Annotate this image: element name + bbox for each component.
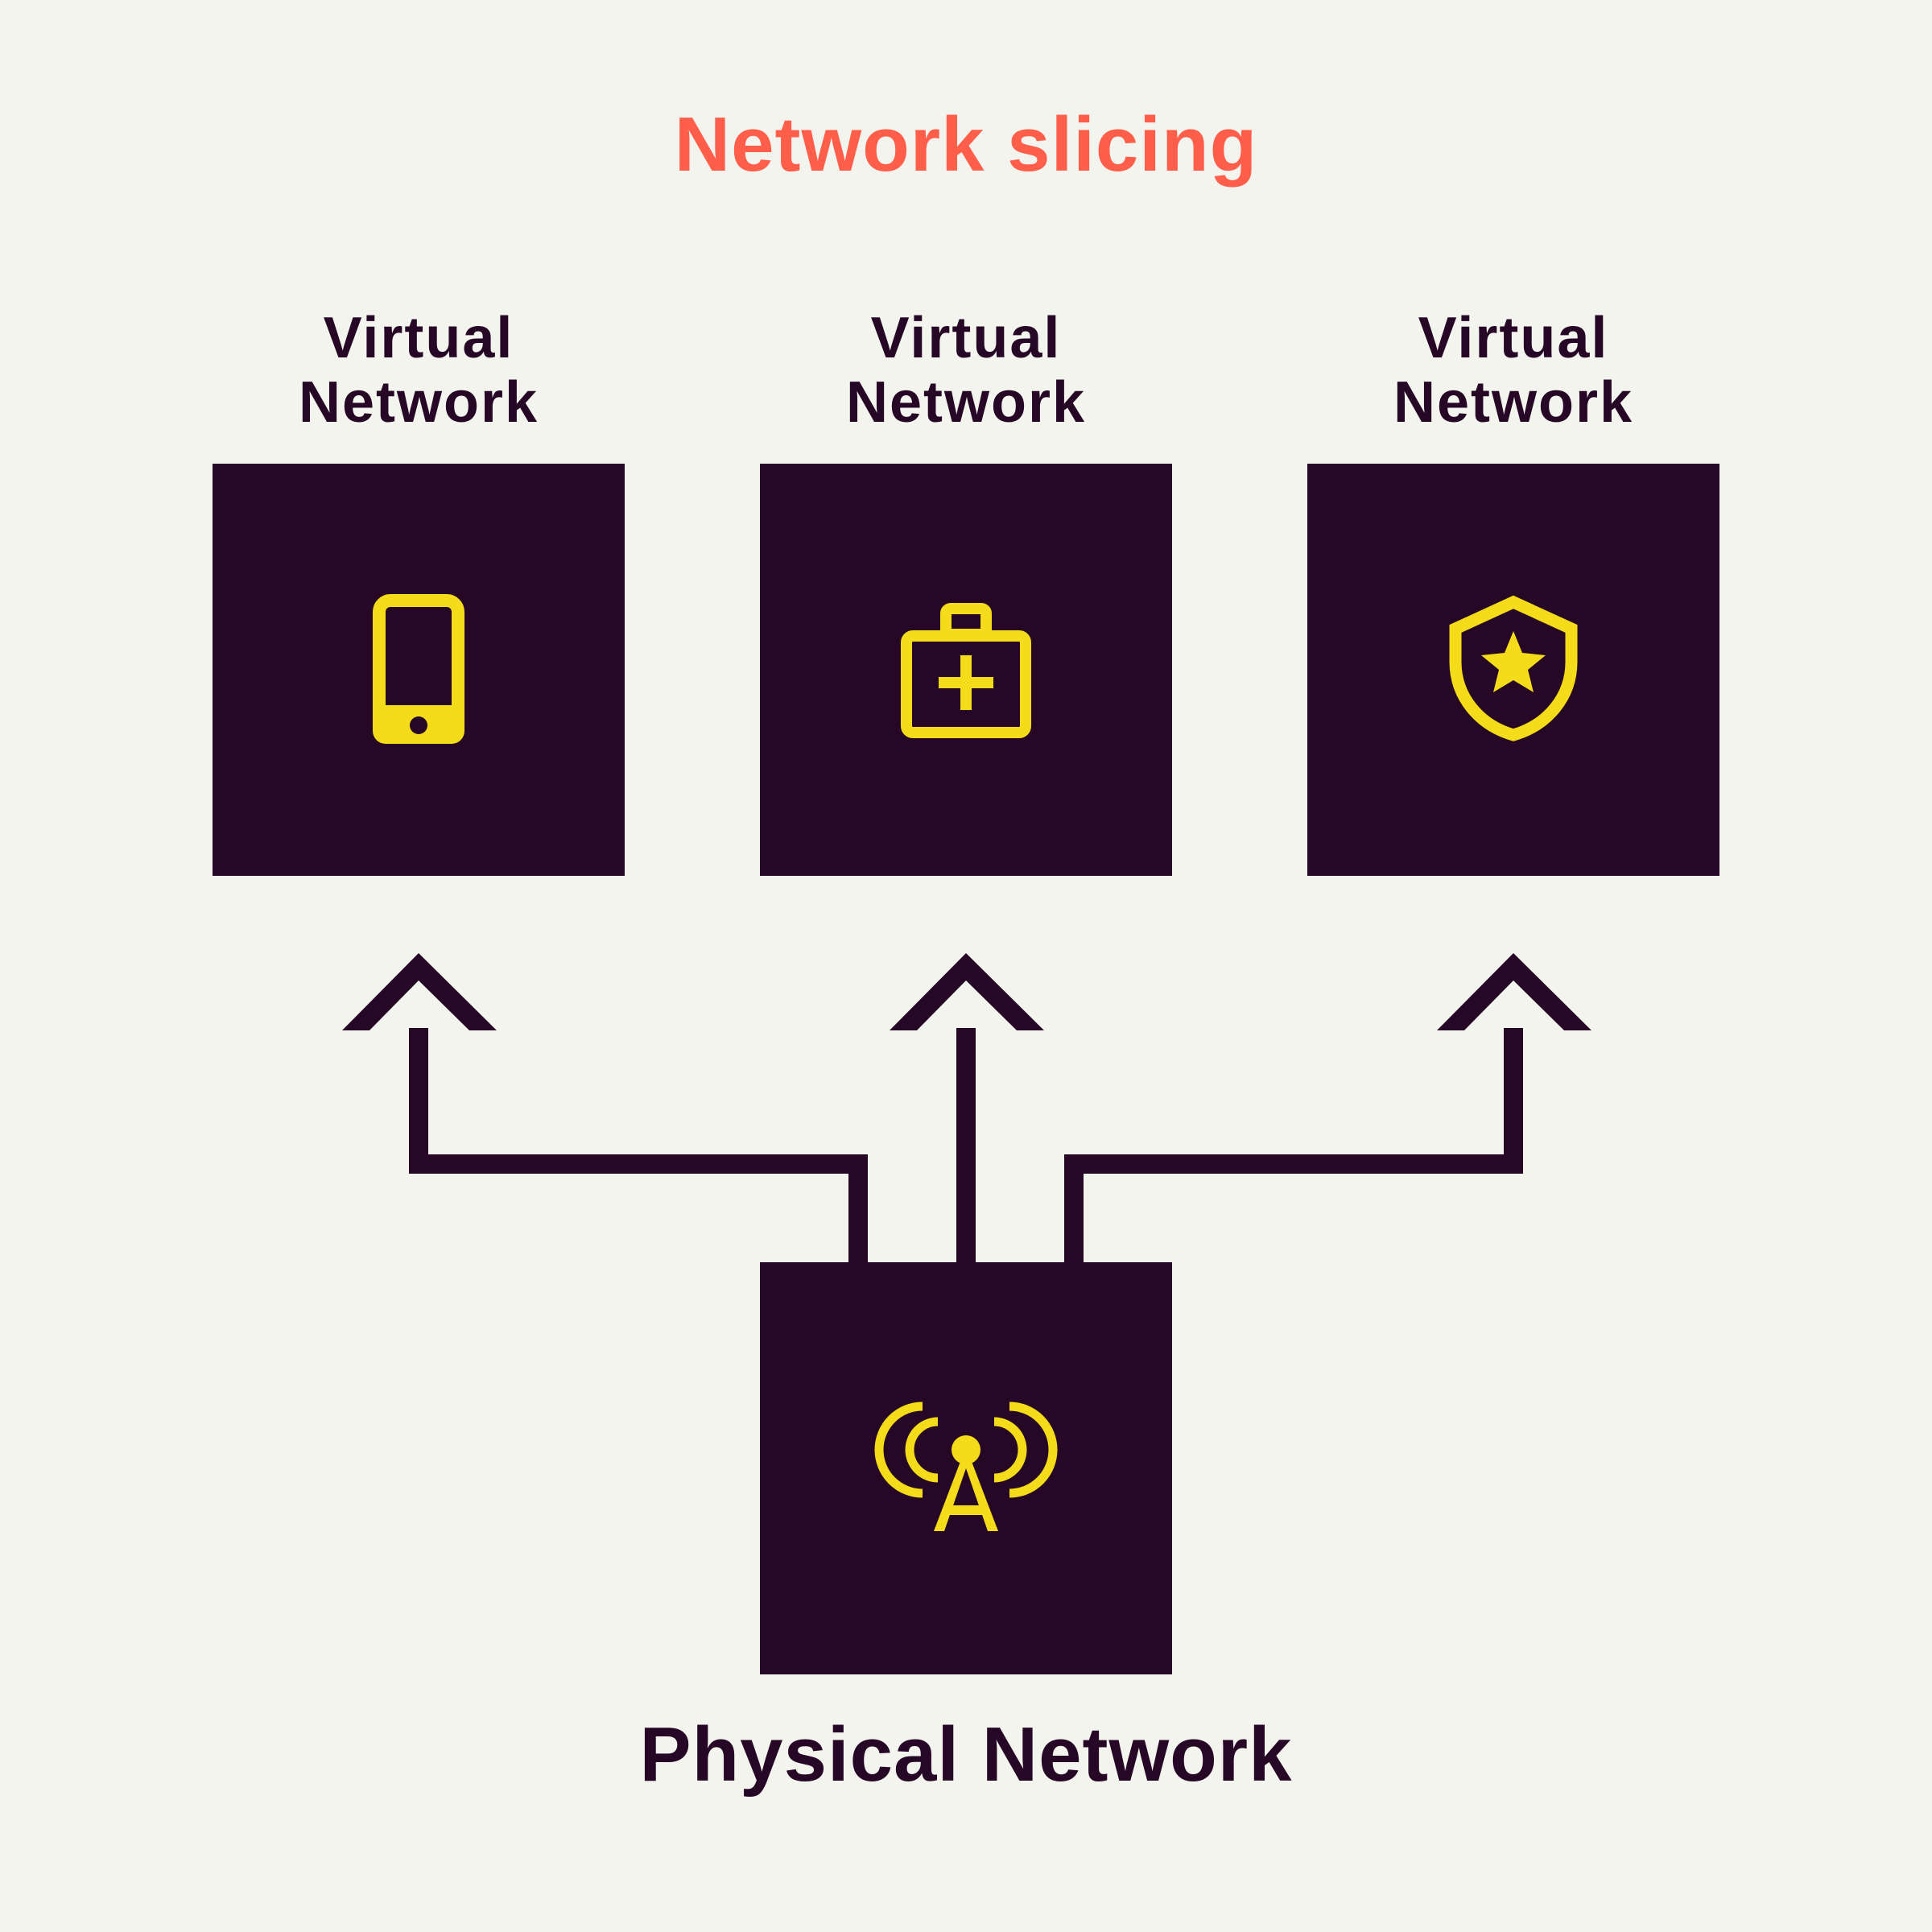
diagram-title: Network slicing	[674, 101, 1258, 188]
shield-star-icon	[1449, 595, 1578, 741]
virtual-network-box-1	[213, 464, 625, 876]
arrowhead-left	[342, 953, 497, 1030]
virtual-network-label-3: Virtual Network	[1307, 306, 1719, 435]
virtual-network-label-2: Virtual Network	[760, 306, 1172, 435]
virtual-network-label-1-line1: Virtual	[323, 306, 514, 370]
connector-left	[409, 1028, 868, 1262]
virtual-network-label-3-line1: Virtual	[1418, 306, 1609, 370]
physical-network-label: Physical Network	[639, 1711, 1293, 1798]
arrowhead-center	[890, 953, 1044, 1030]
medical-kit-icon	[901, 603, 1031, 738]
physical-network-box	[760, 1262, 1172, 1674]
smartphone-icon	[373, 594, 464, 744]
arrowhead-right	[1437, 953, 1591, 1030]
antenna-tower-icon	[874, 1402, 1058, 1531]
virtual-network-label-2-line1: Virtual	[870, 306, 1062, 370]
virtual-network-label-3-line2: Network	[1393, 370, 1634, 435]
virtual-network-label-2-line2: Network	[845, 370, 1087, 435]
virtual-network-box-3	[1307, 464, 1719, 876]
virtual-network-label-1: Virtual Network	[213, 306, 625, 435]
virtual-network-box-2	[760, 464, 1172, 876]
virtual-network-label-1-line2: Network	[298, 370, 539, 435]
connector-right	[1064, 1028, 1523, 1262]
